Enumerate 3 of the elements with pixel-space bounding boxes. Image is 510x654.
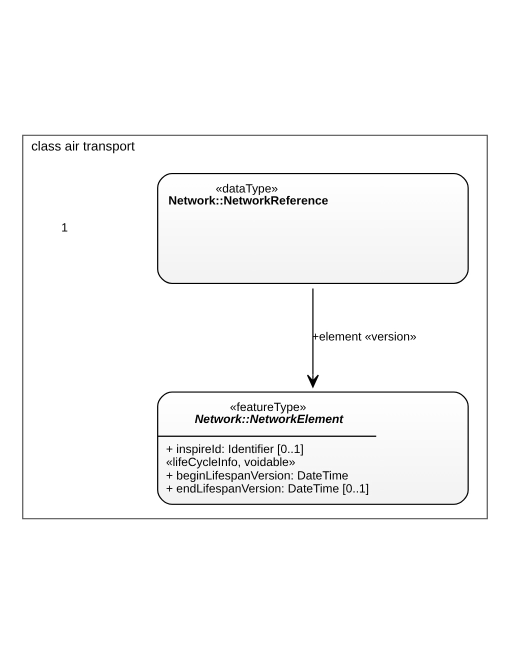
arrow	[306, 288, 319, 388]
edge-label: +element «version»	[312, 330, 417, 344]
label: 1	[61, 220, 68, 234]
